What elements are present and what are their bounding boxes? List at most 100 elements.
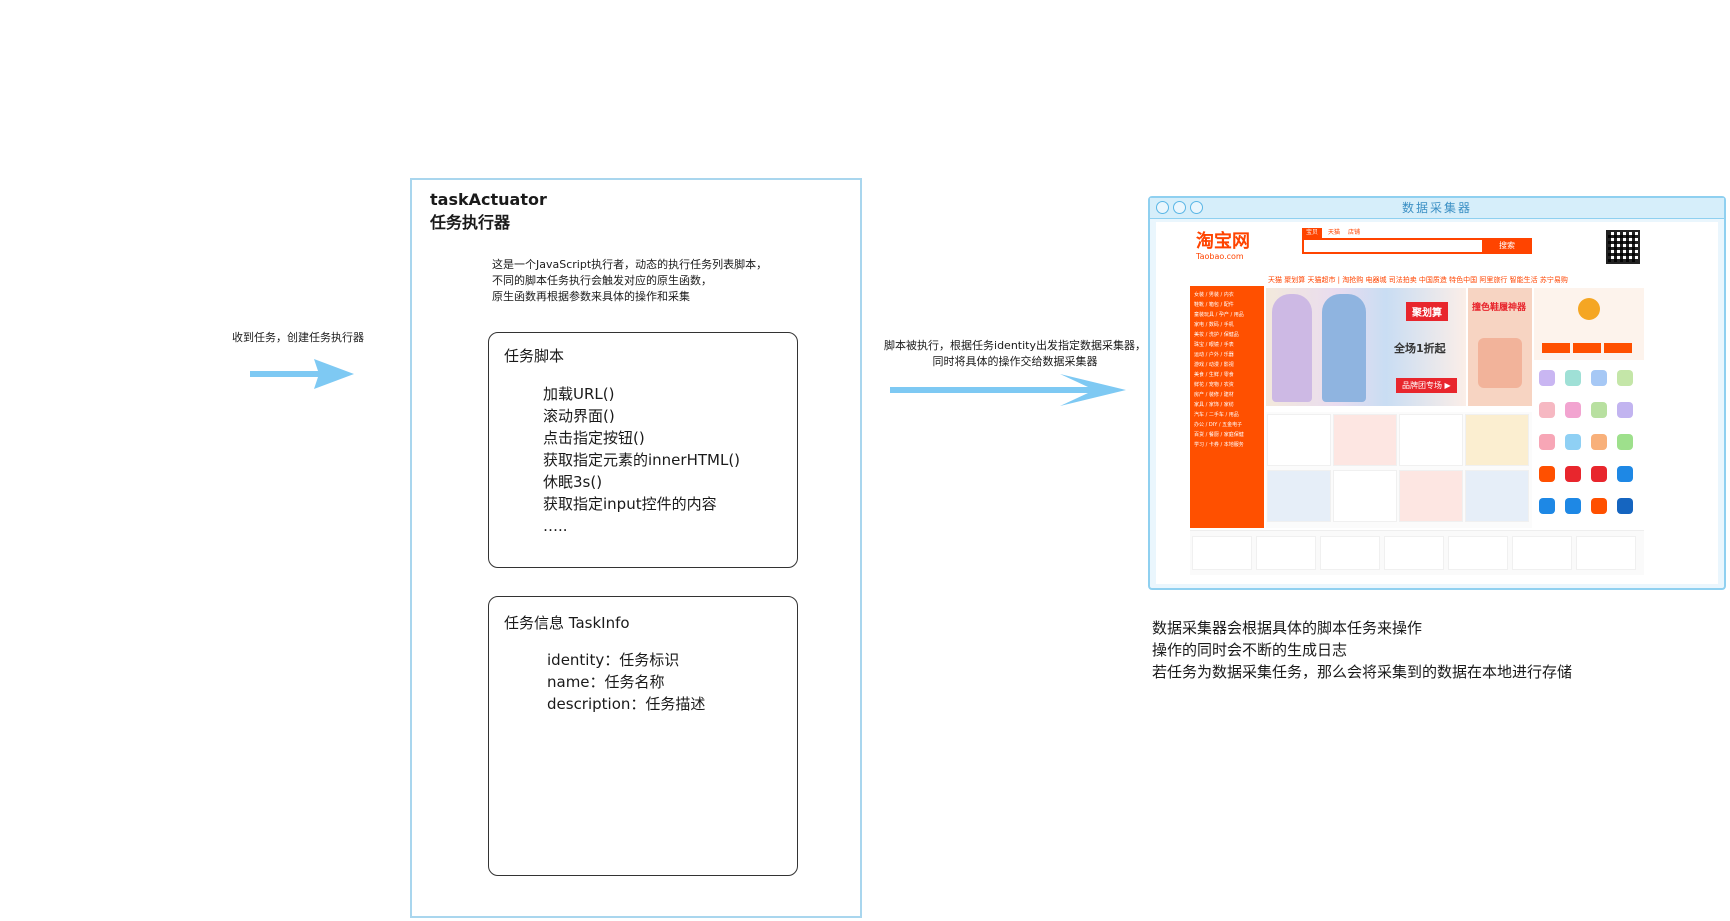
app-icon[interactable]	[1591, 466, 1607, 482]
actuator-title-en: taskActuator	[430, 190, 547, 209]
app-icon[interactable]	[1591, 498, 1607, 514]
category-item[interactable]: 美妆 / 洗护 / 保健品	[1194, 332, 1239, 338]
window-close-icon[interactable]	[1156, 201, 1169, 214]
product-card[interactable]	[1333, 470, 1397, 522]
recommend-card[interactable]	[1512, 536, 1572, 570]
collector-desc-line: 操作的同时会不断的生成日志	[1152, 641, 1348, 659]
arrow-to-actuator	[250, 356, 356, 392]
model-image	[1272, 294, 1312, 402]
service-icon[interactable]	[1591, 402, 1607, 418]
product-card[interactable]	[1465, 414, 1529, 466]
category-item[interactable]: 学习 / 卡券 / 本地服务	[1194, 442, 1244, 448]
actuator-desc-line: 这是一个JavaScript执行者，动态的执行任务列表脚本，	[492, 258, 768, 271]
collector-desc-line: 数据采集器会根据具体的脚本任务来操作	[1152, 619, 1423, 637]
service-icon[interactable]	[1539, 402, 1555, 418]
recommend-card[interactable]	[1320, 536, 1380, 570]
script-item: 滚动界面()	[543, 407, 615, 425]
category-item[interactable]: 百货 / 餐厨 / 家庭保健	[1194, 432, 1244, 438]
category-item[interactable]: 家具 / 家饰 / 家纺	[1194, 402, 1234, 408]
main-nav[interactable]: 天猫 聚划算 天猫超市 | 淘抢购 电器城 司法拍卖 中国质造 特色中国 阿里旅…	[1268, 276, 1568, 284]
app-icon[interactable]	[1617, 498, 1633, 514]
taobao-logo[interactable]: 淘宝网	[1196, 231, 1250, 252]
taobao-logo-sub: Taobao.com	[1196, 252, 1244, 261]
collector-description: 数据采集器会根据具体的脚本任务来操作 操作的同时会不断的生成日志 若任务为数据采…	[1152, 617, 1712, 683]
service-icon[interactable]	[1591, 370, 1607, 386]
service-icon[interactable]	[1565, 434, 1581, 450]
app-icon[interactable]	[1565, 466, 1581, 482]
info-item: description：任务描述	[547, 695, 706, 713]
side-ad[interactable]: 撞色鞋履神器	[1468, 288, 1532, 406]
category-item[interactable]: 珠宝 / 眼镜 / 手表	[1194, 342, 1234, 348]
category-item[interactable]: 鲜花 / 宠物 / 农资	[1194, 382, 1234, 388]
service-icon[interactable]	[1591, 434, 1607, 450]
actuator-title-cn: 任务执行器	[430, 213, 511, 232]
category-sidebar: 女装 / 男装 / 内衣 鞋靴 / 箱包 / 配件 童装玩具 / 孕产 / 用品…	[1190, 286, 1264, 528]
search-tab-shop[interactable]: 店铺	[1348, 229, 1361, 236]
category-item[interactable]: 家电 / 数码 / 手机	[1194, 322, 1234, 328]
receive-task-note: 收到任务，创建任务执行器	[232, 331, 364, 344]
open-shop-button[interactable]	[1604, 343, 1632, 353]
promo-banner[interactable]: 聚划算 全场1折起 品牌团专场 ▶	[1266, 288, 1466, 406]
product-card[interactable]	[1399, 470, 1463, 522]
banner-tag: 聚划算	[1406, 302, 1448, 321]
collector-desc-line: 若任务为数据采集任务，那么会将采集到的数据在本地进行存储	[1152, 663, 1573, 681]
category-item[interactable]: 运动 / 户外 / 乐器	[1194, 352, 1234, 358]
product-card[interactable]	[1465, 470, 1529, 522]
recommend-card[interactable]	[1384, 536, 1444, 570]
side-ad-title: 撞色鞋履神器	[1472, 303, 1527, 313]
avatar[interactable]	[1578, 298, 1600, 320]
task-info-box: 任务信息 TaskInfo identity：任务标识 name：任务名称 de…	[488, 596, 798, 876]
recommend-card[interactable]	[1256, 536, 1316, 570]
actuator-description: 这是一个JavaScript执行者，动态的执行任务列表脚本， 不同的脚本任务执行…	[492, 257, 812, 305]
category-item[interactable]: 办公 / DIY / 五金电子	[1194, 422, 1243, 428]
product-card[interactable]	[1267, 470, 1331, 522]
category-item[interactable]: 房产 / 装修 / 建材	[1194, 392, 1234, 398]
service-icon[interactable]	[1617, 402, 1633, 418]
product-card[interactable]	[1399, 414, 1463, 466]
app-icon[interactable]	[1617, 466, 1633, 482]
banner-headline: 全场1折起	[1394, 342, 1446, 355]
product-card[interactable]	[1333, 414, 1397, 466]
recommend-card[interactable]	[1448, 536, 1508, 570]
script-item: 加载URL()	[543, 385, 615, 403]
service-icon[interactable]	[1539, 434, 1555, 450]
app-icon[interactable]	[1539, 466, 1555, 482]
product-card[interactable]	[1267, 414, 1331, 466]
search-button[interactable]: 搜索	[1482, 238, 1532, 254]
recommend-card[interactable]	[1576, 536, 1636, 570]
window-minimize-icon[interactable]	[1173, 201, 1186, 214]
window-maximize-icon[interactable]	[1190, 201, 1203, 214]
script-box-title: 任务脚本	[504, 347, 565, 365]
task-script-box: 任务脚本 加载URL() 滚动界面() 点击指定按钮() 获取指定元素的inne…	[488, 332, 798, 568]
category-item[interactable]: 女装 / 男装 / 内衣	[1194, 292, 1234, 298]
actuator-desc-line: 原生函数再根据参数来具体的操作和采集	[492, 290, 690, 303]
category-item[interactable]: 鞋靴 / 箱包 / 配件	[1194, 302, 1234, 308]
service-icon[interactable]	[1617, 434, 1633, 450]
service-icon[interactable]	[1617, 370, 1633, 386]
search-tab-item[interactable]: 宝贝	[1302, 228, 1323, 238]
user-panel	[1534, 288, 1644, 360]
category-item[interactable]: 游戏 / 动漫 / 影视	[1194, 362, 1234, 368]
service-icon[interactable]	[1565, 402, 1581, 418]
script-item: 获取指定元素的innerHTML()	[543, 451, 741, 469]
search-tab-tmall[interactable]: 天猫	[1328, 229, 1341, 236]
banner-button[interactable]: 品牌团专场 ▶	[1396, 378, 1457, 393]
data-collector-window: 数据采集器 淘宝网 Taobao.com 宝贝 天猫 店铺 搜索 天猫 聚划算 …	[1148, 196, 1726, 590]
info-box-title: 任务信息 TaskInfo	[504, 614, 630, 632]
service-icon[interactable]	[1539, 370, 1555, 386]
app-icon[interactable]	[1539, 498, 1555, 514]
login-button[interactable]	[1542, 343, 1570, 353]
recommend-card[interactable]	[1192, 536, 1252, 570]
service-icon[interactable]	[1565, 370, 1581, 386]
model-image	[1322, 294, 1366, 402]
script-item: …..	[543, 517, 568, 535]
taobao-page: 淘宝网 Taobao.com 宝贝 天猫 店铺 搜索 天猫 聚划算 天猫超市 |…	[1156, 222, 1718, 584]
category-item[interactable]: 汽车 / 二手车 / 用品	[1194, 412, 1239, 418]
category-item[interactable]: 童装玩具 / 孕产 / 用品	[1194, 312, 1244, 318]
category-item[interactable]: 美食 / 生鲜 / 零食	[1194, 372, 1234, 378]
actuator-desc-line: 不同的脚本任务执行会触发对应的原生函数，	[492, 274, 712, 287]
login-buttons	[1542, 338, 1636, 353]
app-icon[interactable]	[1565, 498, 1581, 514]
register-button[interactable]	[1573, 343, 1601, 353]
product-grid	[1266, 412, 1532, 528]
